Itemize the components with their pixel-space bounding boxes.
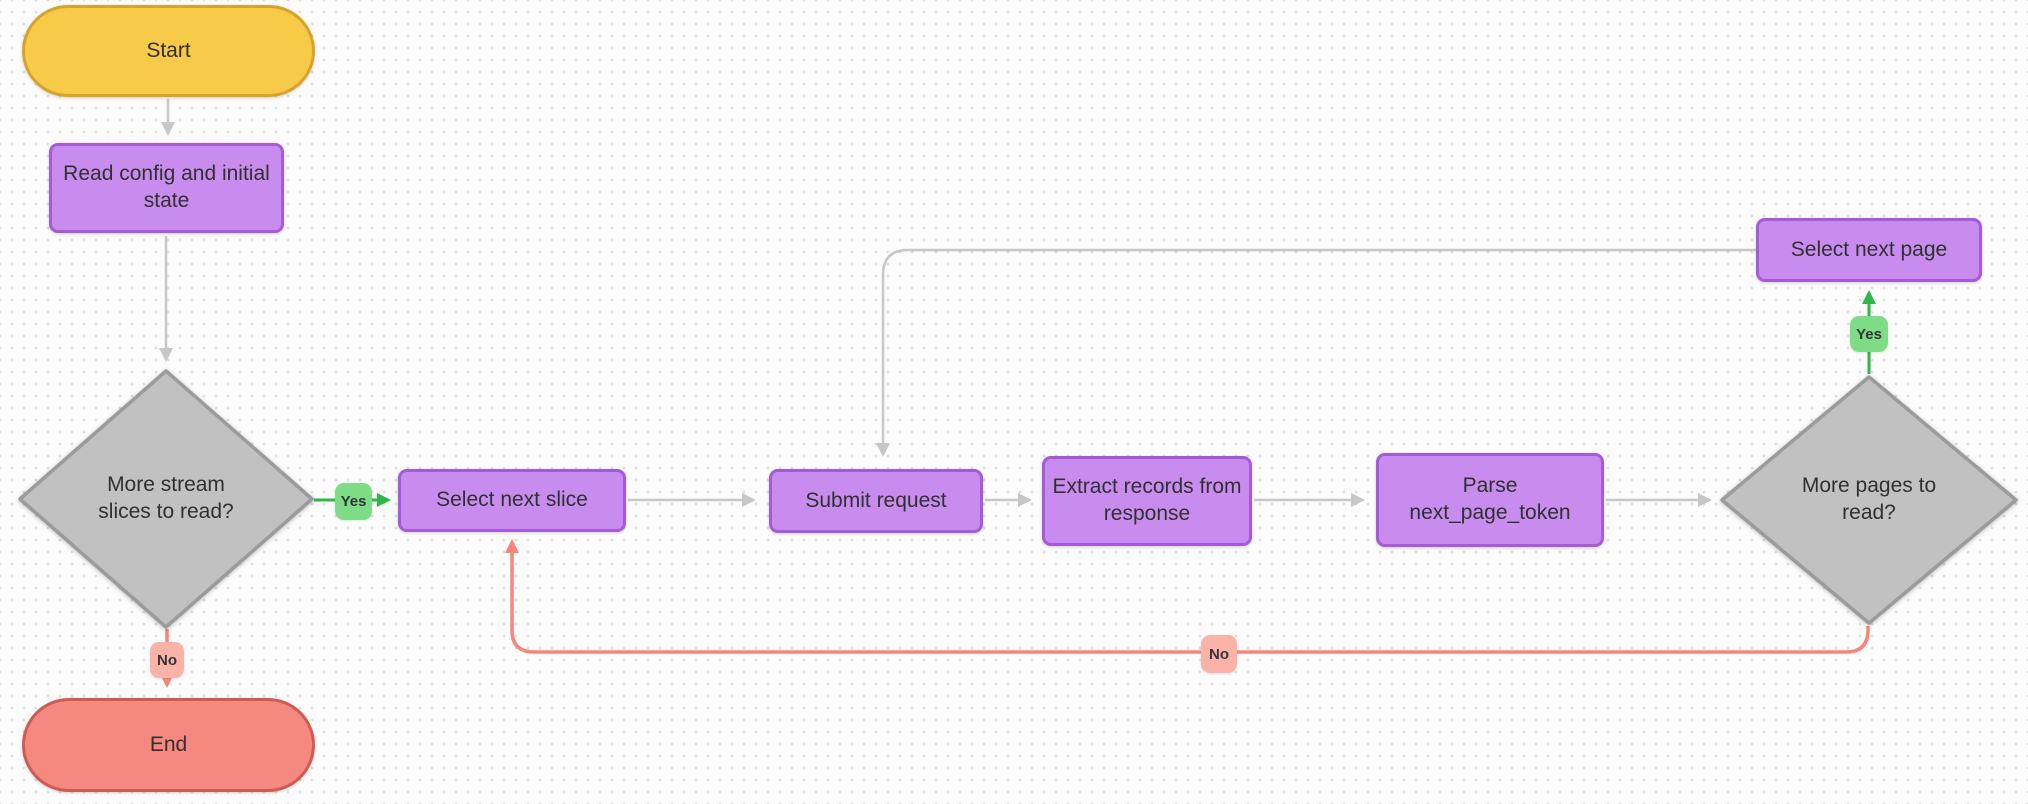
- node-parse-token[interactable]: Parse next_page_token: [1376, 453, 1604, 547]
- edge-more-pages-no[interactable]: [505, 539, 1870, 654]
- node-more-slices-shape[interactable]: [18, 369, 314, 629]
- edge-label-more-slices-no[interactable]: No: [150, 642, 184, 678]
- node-extract-records[interactable]: Extract records from response: [1042, 456, 1252, 546]
- edge-select-next-page-to-submit-request[interactable]: [876, 248, 1756, 457]
- node-submit-request[interactable]: Submit request: [769, 469, 983, 533]
- edge-label-more-slices-yes[interactable]: Yes: [335, 483, 372, 520]
- node-end[interactable]: End: [22, 698, 315, 792]
- node-select-next-page[interactable]: Select next page: [1756, 218, 1982, 282]
- edge-label-more-pages-no[interactable]: No: [1201, 635, 1237, 673]
- edge-label-more-pages-yes[interactable]: Yes: [1850, 316, 1888, 352]
- node-more-pages-shape[interactable]: [1720, 375, 2018, 625]
- node-more-pages-label: More pages to read?: [1801, 474, 1937, 525]
- node-start[interactable]: Start: [22, 5, 315, 97]
- node-more-slices-label: More stream slices to read?: [98, 473, 234, 524]
- node-read-config[interactable]: Read config and initial state: [49, 143, 284, 233]
- node-select-next-slice[interactable]: Select next slice: [398, 469, 626, 532]
